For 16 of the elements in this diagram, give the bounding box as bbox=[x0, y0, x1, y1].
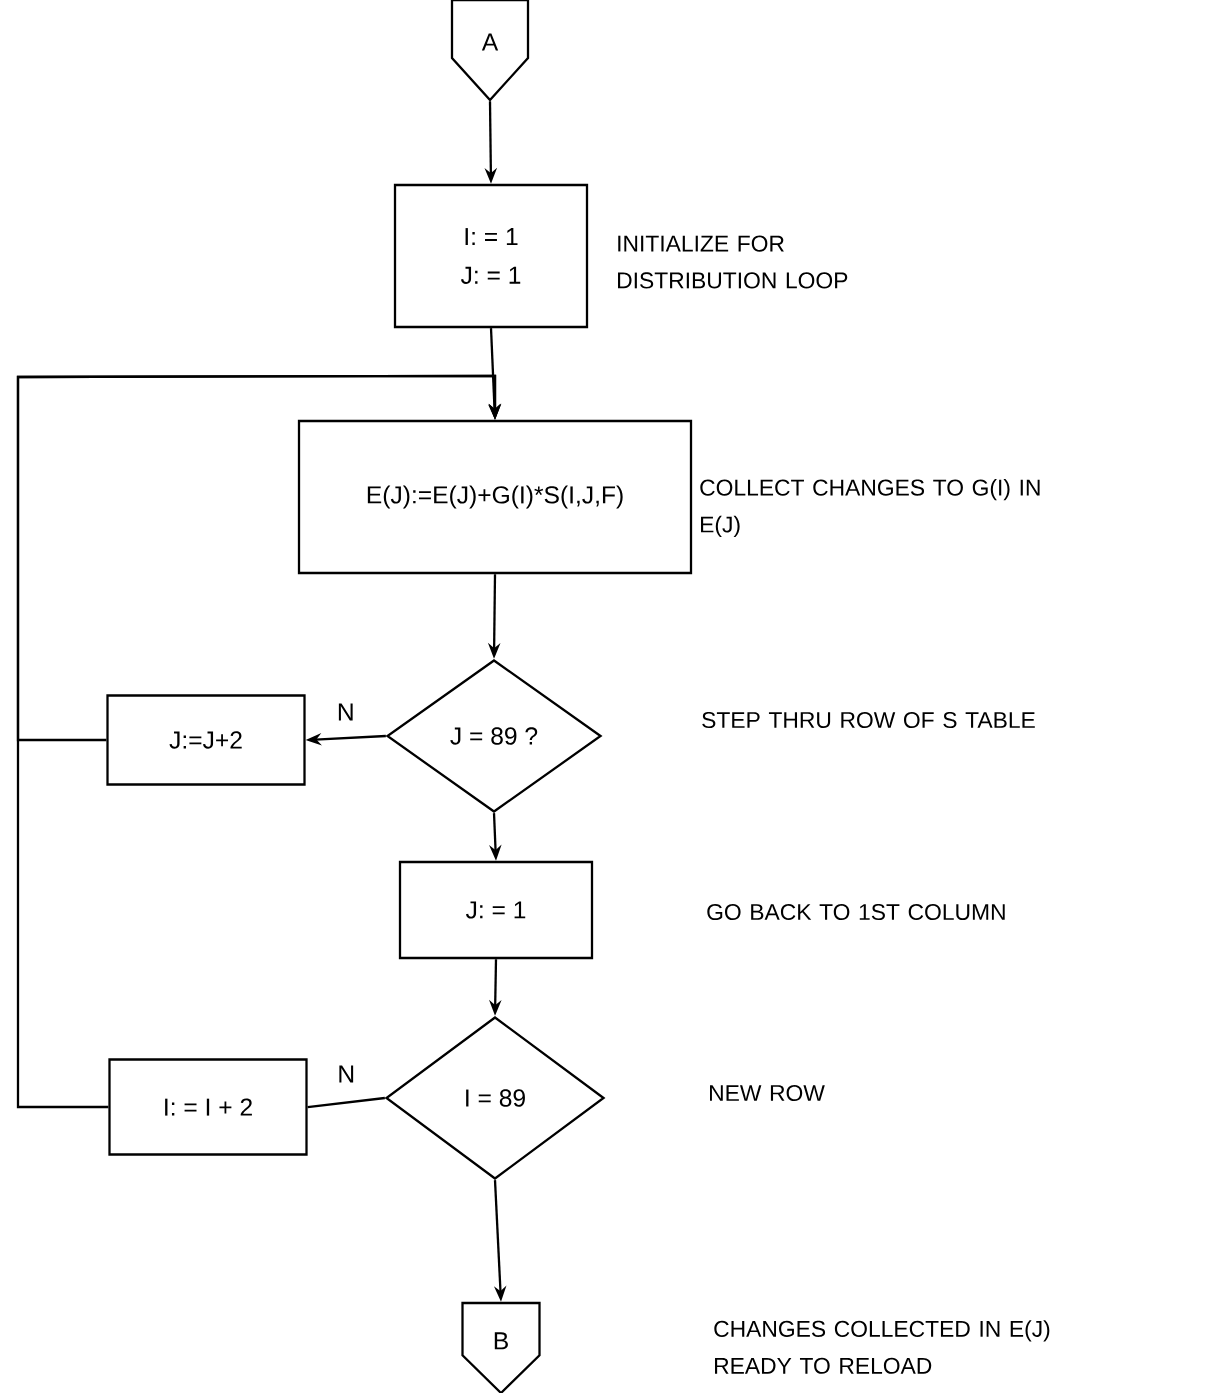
annotation-text: CHANGES COLLECTED IN E(J) READY TO RELOAD bbox=[714, 1320, 1050, 1374]
process-box: E(J):=E(J)+G(I)*S(I,J,F) bbox=[297, 419, 693, 575]
edge-label: N bbox=[339, 1065, 354, 1083]
process-box: J: = 1 bbox=[398, 860, 594, 960]
process-box: I: = 1 J: = 1 bbox=[393, 183, 589, 329]
process-box: I: = I + 2 bbox=[108, 1058, 308, 1156]
offpage-connector: A bbox=[450, 0, 530, 102]
edge-label: N bbox=[338, 703, 353, 721]
process-box: J:=J+2 bbox=[106, 694, 306, 786]
arrow bbox=[16, 374, 502, 1109]
annotation-text: INITIALIZE FOR DISTRIBUTION LOOP bbox=[618, 235, 848, 289]
offpage-connector: B bbox=[461, 1301, 541, 1393]
annotation-text: COLLECT CHANGES TO G(I) IN E(J) bbox=[700, 478, 1040, 538]
annotation-text: GO BACK TO 1ST COLUMN bbox=[707, 903, 1005, 921]
annotation-text: NEW ROW bbox=[710, 1084, 825, 1102]
annotation-text: STEP THRU ROW OF S TABLE bbox=[702, 711, 1035, 729]
